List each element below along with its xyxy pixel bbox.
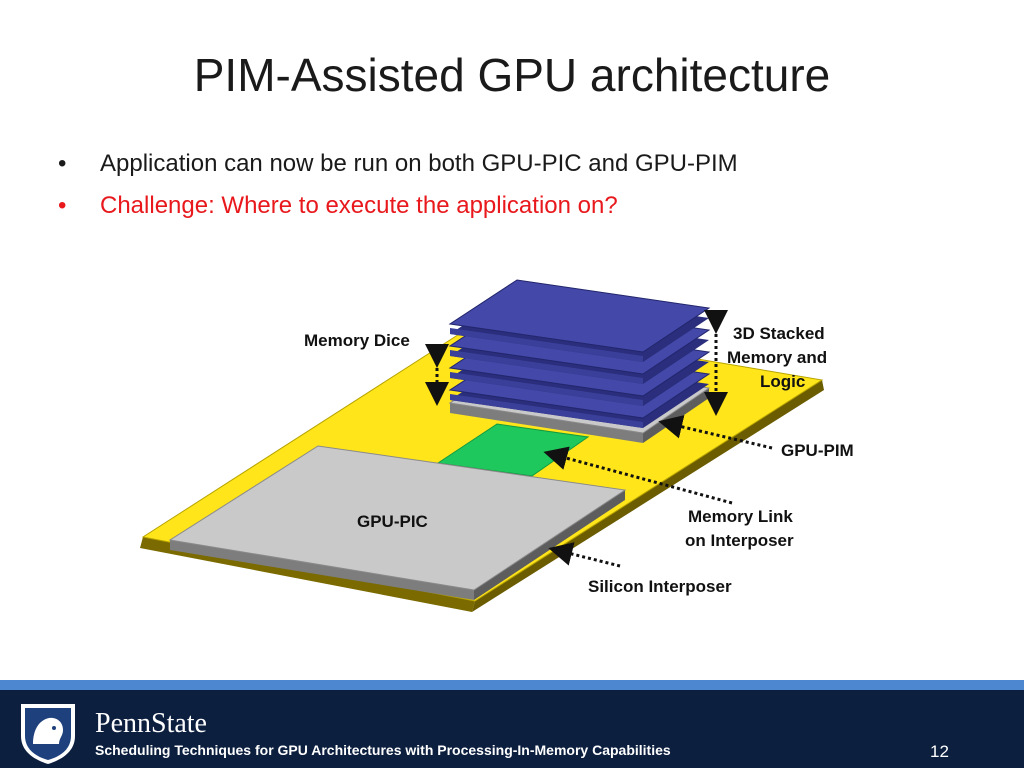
silicon-interposer-label: Silicon Interposer: [588, 577, 732, 596]
bullet-item: • Application can now be run on both GPU…: [58, 150, 958, 192]
bullet-list: • Application can now be run on both GPU…: [58, 150, 958, 234]
presentation-subtitle: Scheduling Techniques for GPU Architectu…: [95, 742, 671, 758]
pennstate-wordmark: PennState: [95, 708, 207, 739]
memory-dice-stack: [448, 279, 711, 428]
gpu-pim-label: GPU-PIM: [781, 441, 854, 460]
memory-link-pointer: [543, 446, 733, 505]
memory-dice-label: Memory Dice: [304, 331, 410, 350]
silicon-interposer-pointer: [548, 542, 621, 568]
page-number: 12: [930, 742, 949, 761]
stacked-memory-label-line1: 3D Stacked: [733, 324, 825, 343]
bullet-dot: •: [58, 192, 67, 219]
bullet-text: Application can now be run on both GPU-P…: [100, 150, 738, 177]
slide-title: PIM-Assisted GPU architecture: [193, 49, 831, 101]
stacked-memory-label-line3: Logic: [760, 372, 805, 391]
stacked-memory-label-line2: Memory and: [727, 348, 827, 367]
bullet-dot: •: [58, 150, 67, 177]
gpu-pic-label: GPU-PIC: [357, 512, 428, 531]
gpu-pic-chip: [168, 445, 627, 600]
memory-link-label-line2: on Interposer: [685, 531, 794, 550]
nittany-lion-shield-icon: [21, 704, 75, 764]
footer-bar: PennState Scheduling Techniques for GPU …: [0, 680, 1024, 768]
memory-link-label-line1: Memory Link: [688, 507, 793, 526]
bullet-text: Challenge: Where to execute the applicat…: [100, 192, 618, 219]
bullet-item: • Challenge: Where to execute the applic…: [58, 192, 958, 234]
